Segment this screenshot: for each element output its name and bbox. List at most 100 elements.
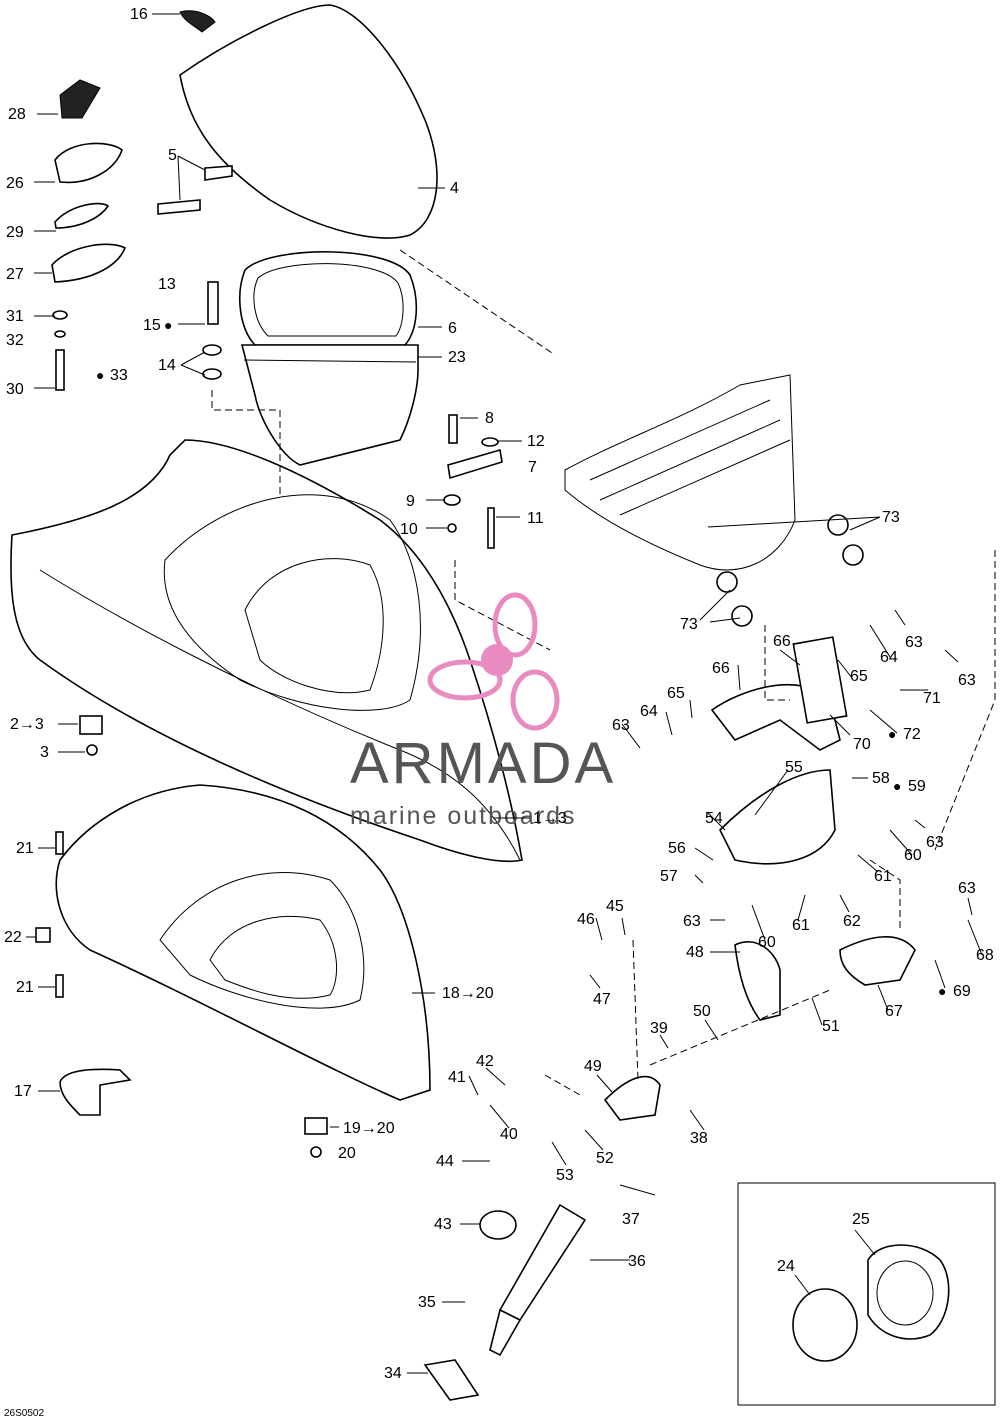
bezel-part xyxy=(867,1244,950,1340)
callout-44: 44 xyxy=(436,1153,454,1170)
watermark: ARMADA marine outboards xyxy=(350,592,616,830)
callout-28: 28 xyxy=(8,106,26,123)
oil-drop-icon: ● xyxy=(164,317,172,333)
callout-71: 71 xyxy=(923,690,941,707)
callout-56: 56 xyxy=(668,840,686,857)
callout-32: 32 xyxy=(6,332,24,349)
callout-65b: 65 xyxy=(667,685,685,702)
callout-54: 54 xyxy=(705,810,723,827)
oil-drop-icon: ● xyxy=(893,778,901,794)
callout-39: 39 xyxy=(650,1020,668,1037)
callout-17: 17 xyxy=(14,1083,32,1100)
exploded-view-drawing xyxy=(10,4,996,1406)
callout-4: 4 xyxy=(450,180,459,197)
callout-9: 9 xyxy=(406,493,415,510)
callout-15: 15 xyxy=(143,317,161,334)
callout-21a: 21 xyxy=(16,840,34,857)
callout-3: 3 xyxy=(40,744,49,761)
callout-46: 46 xyxy=(577,911,595,928)
callout-53: 53 xyxy=(556,1167,574,1184)
callout-37: 37 xyxy=(622,1211,640,1228)
callout-19-20: 19→20 xyxy=(343,1120,395,1137)
oil-drop-icon: ● xyxy=(96,367,104,383)
callout-63e: 63 xyxy=(958,880,976,897)
callout-63a: 63 xyxy=(905,634,923,651)
callout-61a: 61 xyxy=(874,868,892,885)
callout-35: 35 xyxy=(418,1294,436,1311)
callout-26: 26 xyxy=(6,175,24,192)
callout-38: 38 xyxy=(690,1130,708,1147)
callout-65a: 65 xyxy=(850,668,868,685)
callout-40: 40 xyxy=(500,1126,518,1143)
steering-frame-part xyxy=(564,374,796,571)
storage-bin-part xyxy=(240,344,419,466)
callout-48: 48 xyxy=(686,944,704,961)
callout-63f: 63 xyxy=(683,913,701,930)
callout-57: 57 xyxy=(660,868,678,885)
callout-51: 51 xyxy=(822,1018,840,1035)
callout-63d: 63 xyxy=(926,834,944,851)
callout-29: 29 xyxy=(6,224,24,241)
callout-23: 23 xyxy=(448,349,466,366)
oil-drop-icon: ● xyxy=(888,726,896,742)
callout-68: 68 xyxy=(976,947,994,964)
callout-64b: 64 xyxy=(640,703,658,720)
callout-63c: 63 xyxy=(612,717,630,734)
front-deck-part xyxy=(10,439,523,863)
cap-part xyxy=(792,1288,858,1362)
callout-55: 55 xyxy=(785,759,803,776)
callout-58: 58 xyxy=(872,770,890,787)
callout-36: 36 xyxy=(628,1253,646,1270)
callout-73b: 73 xyxy=(680,616,698,633)
callout-43: 43 xyxy=(434,1216,452,1233)
callout-45: 45 xyxy=(606,898,624,915)
detail-inset-box xyxy=(737,1182,996,1406)
propeller-logo-icon xyxy=(427,592,560,731)
callout-60b: 60 xyxy=(758,934,776,951)
callout-16: 16 xyxy=(130,6,148,23)
callout-42: 42 xyxy=(476,1053,494,1070)
callout-72: 72 xyxy=(903,726,921,743)
drawing-code: 26S0502 xyxy=(4,1408,44,1419)
callout-8: 8 xyxy=(485,410,494,427)
callout-33: 33 xyxy=(110,367,128,384)
callout-7: 7 xyxy=(528,459,537,476)
callout-59: 59 xyxy=(908,778,926,795)
watermark-tagline: marine outboards xyxy=(350,802,577,830)
callout-66b: 66 xyxy=(712,660,730,677)
callout-27: 27 xyxy=(6,266,24,283)
callout-70: 70 xyxy=(853,736,871,753)
watermark-brand: ARMADA xyxy=(350,731,616,796)
callout-30: 30 xyxy=(6,381,24,398)
callout-60a: 60 xyxy=(904,847,922,864)
callout-67: 67 xyxy=(885,1003,903,1020)
callout-49: 49 xyxy=(584,1058,602,1075)
callout-25: 25 xyxy=(852,1211,870,1228)
callout-22: 22 xyxy=(4,929,22,946)
callout-41: 41 xyxy=(448,1069,466,1086)
callout-64a: 64 xyxy=(880,649,898,666)
callout-73a: 73 xyxy=(882,509,900,526)
callout-20: 20 xyxy=(338,1145,356,1162)
hull-front-part xyxy=(55,784,431,1101)
callout-62: 62 xyxy=(843,913,861,930)
glove-box-part xyxy=(239,251,418,346)
callout-69: 69 xyxy=(953,983,971,1000)
callout-21b: 21 xyxy=(16,979,34,996)
callout-12: 12 xyxy=(527,433,545,450)
callout-24: 24 xyxy=(777,1258,795,1275)
callout-61b: 61 xyxy=(792,917,810,934)
callout-47: 47 xyxy=(593,991,611,1008)
decal-part xyxy=(204,165,233,181)
callout-1-3: 1→3 xyxy=(533,810,567,827)
callout-31: 31 xyxy=(6,308,24,325)
callout-14: 14 xyxy=(158,357,176,374)
leader-lines xyxy=(26,13,983,1374)
callout-66a: 66 xyxy=(773,633,791,650)
hinge-part xyxy=(447,448,503,480)
callout-labels: 16 28 26 29 27 31 32 30 33 ● 5 13 15 ● 1… xyxy=(4,6,994,1419)
decal-part xyxy=(157,199,201,215)
screw-part xyxy=(448,414,458,444)
callout-52: 52 xyxy=(596,1150,614,1167)
